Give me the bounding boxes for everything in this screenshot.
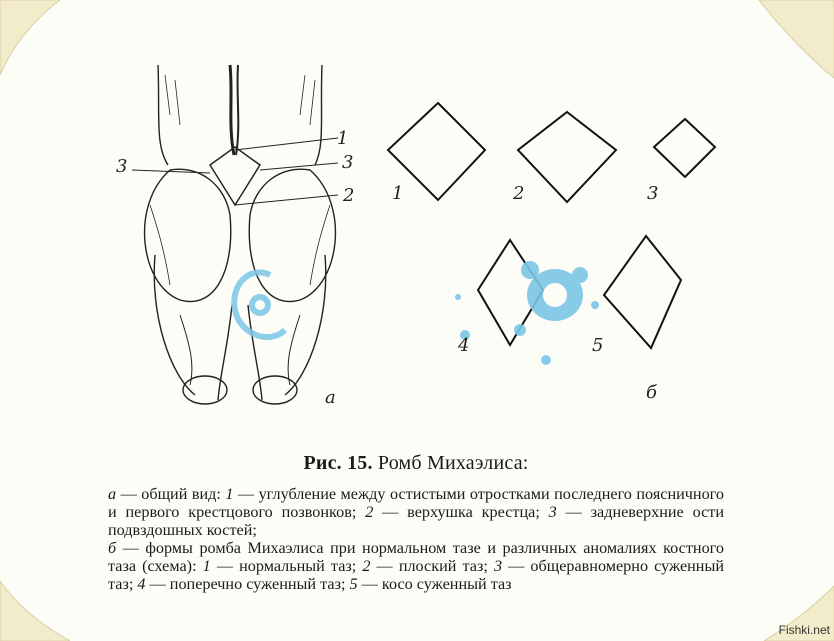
callout-3-left-label: 3 [116,156,128,177]
caption-text-b: — формы ромба Михаэлиса при нормальном т… [108,539,724,575]
caption-term-a: а [108,485,117,503]
rhomb-shape-2 [516,110,618,204]
caption-term-b3: 3 [493,557,503,575]
caption-text-a2: — верхушка крестца; [373,503,549,521]
corner-bottom-right [764,585,834,641]
rhomb-shape-5 [602,234,683,350]
shape-2-label: 2 [513,183,525,204]
caption-term-b4: 4 [137,575,146,593]
caption-term-b: б [108,539,117,557]
part-b-label: б [646,382,657,403]
watermark: Fishki.net [778,623,830,637]
caption-text-b3: — общеравномерно суженный таз; [108,557,724,593]
rhomb-shape-3 [652,117,717,179]
caption-term-a2: 2 [365,503,374,521]
caption-title: Рис. 15. Ромб Михаэлиса: [108,452,724,475]
rhomb-shape-1 [386,101,487,202]
part-a-label: а [325,387,336,408]
shape-1-label: 1 [392,183,404,204]
corner-bottom-left [0,581,70,641]
caption-term-b1: 1 [202,557,211,575]
caption-text-b1: — нормальный таз; [210,557,363,575]
callout-3-right-label: 3 [342,152,354,173]
caption-text-b4: — поперечно суженный таз; [145,575,350,593]
caption-figure-number: Рис. 15. [303,452,373,474]
caption-term-b2: 2 [362,557,371,575]
shape-5-label: 5 [592,335,604,356]
shape-3-label: 3 [647,183,659,204]
caption-term-a1: 1 [225,485,234,503]
pelvis-back-illustration [131,64,339,405]
callout-1-label: 1 [337,128,349,149]
caption-text-a3: — задневерхние ости подвздошных костей; [108,503,725,539]
figure-caption: Рис. 15. Ромб Михаэлиса: а — общий вид: … [108,452,724,593]
caption-text-b5: — косо суженный таз [357,575,512,593]
caption-term-b5: 5 [349,575,358,593]
shape-4-label: 4 [458,335,470,356]
caption-text-a: — общий вид: [116,485,226,503]
caption-text-b2: — плоский таз; [370,557,494,575]
caption-figure-title: Ромб Михаэлиса: [372,452,529,474]
callout-2-label: 2 [343,185,355,206]
corner-top-left [0,0,60,76]
corner-top-right [758,0,834,79]
rhomb-shapes-diagram [386,101,717,365]
caption-text-a1: — углубление между остистыми отростками … [108,485,725,521]
caption-term-a3: 3 [548,503,557,521]
caption-body: а — общий вид: 1 — углубление между ости… [108,485,724,593]
